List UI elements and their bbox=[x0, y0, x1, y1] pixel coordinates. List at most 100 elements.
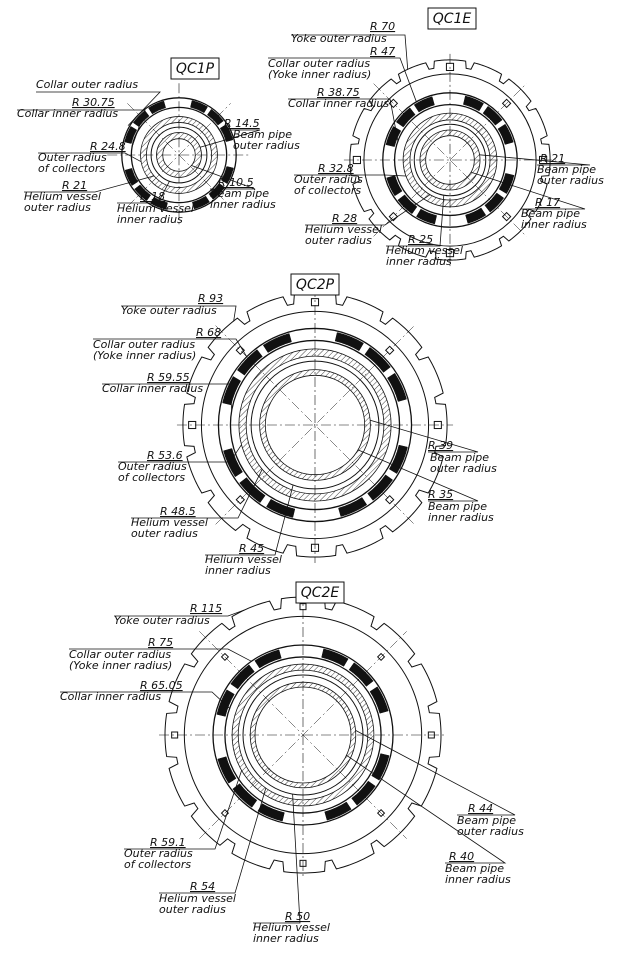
leader-line bbox=[346, 754, 507, 864]
label-text: Outer radius bbox=[294, 173, 363, 186]
radius-value: R 93 bbox=[198, 292, 223, 305]
coil-block bbox=[192, 195, 210, 210]
label-text: inner radius bbox=[117, 213, 183, 226]
title-box bbox=[295, 581, 345, 604]
radius-value: R 14.5 bbox=[224, 117, 260, 130]
label-text: inner radius bbox=[386, 255, 452, 268]
label-text: Collar outer radius bbox=[268, 57, 370, 70]
coil-block bbox=[386, 175, 403, 197]
label-text: Outer radius bbox=[118, 460, 187, 473]
leader-line bbox=[199, 129, 261, 148]
label-text: Helium vessel bbox=[131, 516, 208, 529]
label-text: of collectors bbox=[38, 162, 105, 175]
leader-line bbox=[268, 57, 417, 102]
leader-line bbox=[17, 109, 146, 147]
label-text: Helium vessel bbox=[117, 202, 194, 215]
radius-value: R 45 bbox=[239, 542, 264, 555]
coil-block bbox=[266, 498, 296, 518]
coil-block bbox=[324, 801, 352, 821]
label-text: Helium vessel bbox=[24, 190, 101, 203]
label-text: Outer radius bbox=[38, 151, 107, 164]
coil-block bbox=[190, 100, 208, 114]
coil-block bbox=[254, 649, 282, 669]
label-text: Beam pipe bbox=[445, 862, 504, 875]
label-text: Helium vessel bbox=[205, 553, 282, 566]
radius-value: R 68 bbox=[196, 326, 221, 339]
leader-line bbox=[288, 98, 399, 142]
coil-block bbox=[413, 96, 435, 113]
leader-line bbox=[117, 181, 170, 204]
coil-block bbox=[334, 332, 364, 352]
label-text: inner radius bbox=[521, 218, 587, 231]
radius-value: R 10.5 bbox=[218, 176, 254, 189]
leader-line bbox=[370, 419, 479, 453]
coil-block bbox=[148, 100, 166, 115]
dimension-label: Collar outer radius bbox=[36, 78, 161, 126]
label-text: Yoke outer radius bbox=[291, 32, 387, 45]
centerline-diagonal bbox=[127, 103, 231, 207]
centerline-diagonal bbox=[215, 325, 415, 525]
leader-line bbox=[191, 165, 256, 190]
radius-value: R 70 bbox=[370, 20, 395, 33]
label-text: of collectors bbox=[124, 858, 191, 871]
leader-line bbox=[205, 484, 294, 556]
label-text: outer radius bbox=[457, 825, 524, 838]
leader-line bbox=[38, 152, 142, 163]
leader-line bbox=[93, 338, 248, 357]
label-text: of collectors bbox=[294, 184, 361, 197]
coil-block bbox=[351, 780, 376, 806]
radius-value: R 44 bbox=[468, 802, 493, 815]
centerline-diagonal bbox=[199, 631, 407, 839]
label-text: Collar outer radius bbox=[93, 338, 195, 351]
coil-block bbox=[387, 372, 407, 402]
leader-line bbox=[121, 305, 237, 321]
leader-line bbox=[114, 609, 245, 617]
magnet-title: QC2P bbox=[290, 273, 340, 296]
radius-value: R 54 bbox=[190, 880, 215, 893]
coil-block bbox=[369, 686, 389, 714]
leader-line bbox=[291, 34, 409, 70]
coil-block bbox=[388, 444, 408, 474]
label-text: Collar inner radius bbox=[60, 690, 161, 703]
label-text: (Yoke inner radius) bbox=[69, 659, 172, 672]
label-text: Beam pipe bbox=[537, 163, 596, 176]
leader-line bbox=[357, 449, 479, 502]
coil-block bbox=[262, 333, 292, 353]
radius-value: R 40 bbox=[449, 850, 474, 863]
radius-value: R 35 bbox=[428, 488, 453, 501]
magnet-title: QC1P bbox=[170, 57, 220, 80]
radius-value: R 39 bbox=[428, 439, 453, 452]
leader-line bbox=[69, 648, 252, 662]
title-box bbox=[427, 7, 477, 30]
radius-value: R 18 bbox=[140, 190, 165, 203]
coil-block bbox=[223, 448, 243, 478]
label-text: Collar inner radius bbox=[288, 97, 389, 110]
leader-line bbox=[253, 794, 301, 924]
leader-line bbox=[124, 770, 242, 850]
label-text: Helium vessel bbox=[305, 223, 382, 236]
label-text: outer radius bbox=[159, 903, 226, 916]
label-text: Collar outer radius bbox=[69, 648, 171, 661]
coil-block bbox=[367, 474, 394, 501]
leader-line bbox=[24, 175, 155, 193]
coil-block bbox=[150, 196, 168, 210]
title-text: QC1P bbox=[176, 61, 215, 77]
radius-value: R 59.55 bbox=[147, 371, 190, 384]
label-text: inner radius bbox=[253, 932, 319, 945]
label-text: inner radius bbox=[428, 511, 494, 524]
leader-line bbox=[60, 691, 230, 709]
